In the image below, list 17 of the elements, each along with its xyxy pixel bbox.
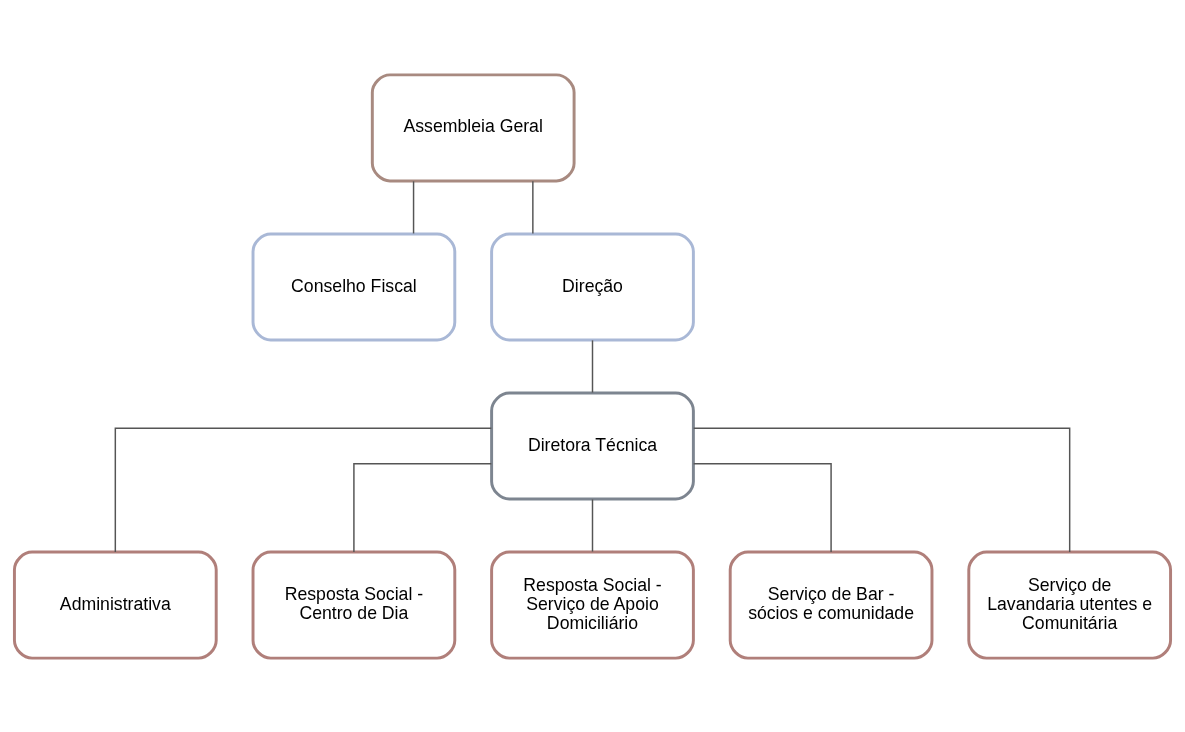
connector [114, 427, 493, 553]
node-box: Serviço de Bar - sócios e comunidade [728, 550, 934, 660]
connector [591, 339, 594, 393]
node-box: Direção [490, 231, 695, 341]
connector [532, 180, 534, 234]
connector [353, 462, 493, 553]
node-box: Resposta Social - Serviço de Apoio Domiciliário [490, 550, 695, 660]
node-box: Conselho Fiscal [251, 231, 457, 341]
node-box: Serviço de Lavandaria utentes e Comunitária [967, 550, 1173, 660]
node-box: Diretora Técnica [490, 391, 695, 501]
connector [591, 498, 594, 552]
node-box: Administrativa [12, 550, 218, 660]
node-box: Resposta Social - Centro de Dia [251, 550, 457, 660]
connector [692, 462, 832, 553]
connector [412, 180, 415, 234]
node-box: Assembleia Geral [370, 72, 576, 182]
connector [692, 427, 1071, 553]
